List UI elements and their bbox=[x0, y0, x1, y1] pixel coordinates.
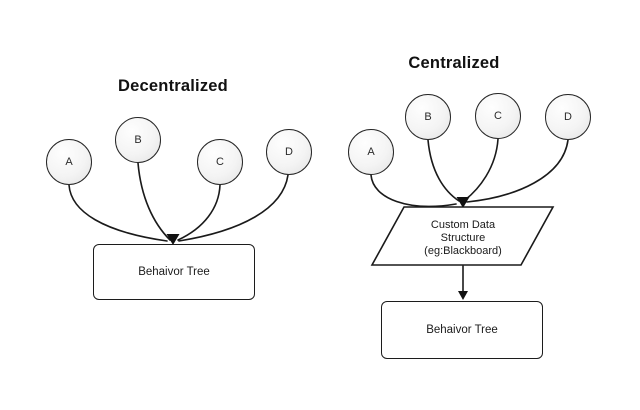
custom-data-structure-line3: (eg:Blackboard) bbox=[424, 245, 502, 258]
arrowhead-parallelogram-to-box bbox=[458, 291, 468, 300]
parallelogram-shape bbox=[370, 206, 555, 266]
centralized-title: Centralized bbox=[408, 54, 500, 72]
edge-left-c bbox=[177, 184, 221, 241]
arrowhead-right-convergence bbox=[456, 197, 470, 208]
node-left-d: D bbox=[266, 129, 312, 175]
node-label: A bbox=[65, 156, 73, 168]
node-right-a: A bbox=[348, 129, 394, 175]
node-label: B bbox=[424, 111, 432, 123]
edge-left-b bbox=[137, 162, 171, 241]
node-left-b: B bbox=[115, 117, 161, 163]
custom-data-structure-label: Custom Data Structure (eg:Blackboard) bbox=[398, 219, 528, 259]
decentralized-title: Decentralized bbox=[118, 77, 228, 95]
node-right-c: C bbox=[475, 93, 521, 139]
behavior-tree-box-left: Behaivor Tree bbox=[93, 244, 255, 300]
behavior-tree-label-right: Behaivor Tree bbox=[426, 324, 498, 336]
arrowhead-left-convergence bbox=[166, 234, 180, 245]
node-label: A bbox=[367, 146, 375, 158]
edge-right-c bbox=[464, 138, 499, 201]
node-label: C bbox=[216, 156, 224, 168]
behavior-tree-label-left: Behaivor Tree bbox=[138, 266, 210, 278]
behavior-tree-box-right: Behaivor Tree bbox=[381, 301, 543, 359]
node-label: B bbox=[134, 134, 142, 146]
node-left-c: C bbox=[197, 139, 243, 185]
node-right-b: B bbox=[405, 94, 451, 140]
edge-right-d bbox=[466, 139, 569, 203]
node-label: D bbox=[564, 111, 572, 123]
node-label: D bbox=[285, 146, 293, 158]
edge-left-a bbox=[68, 184, 168, 242]
custom-data-structure-line1: Custom Data bbox=[430, 219, 496, 231]
node-label: C bbox=[494, 110, 502, 122]
edge-left-d bbox=[178, 174, 289, 242]
edge-right-a bbox=[370, 174, 457, 208]
node-right-d: D bbox=[545, 94, 591, 140]
node-left-a: A bbox=[46, 139, 92, 185]
edge-right-b bbox=[427, 139, 460, 202]
custom-data-structure-line2: Structure bbox=[440, 232, 486, 245]
